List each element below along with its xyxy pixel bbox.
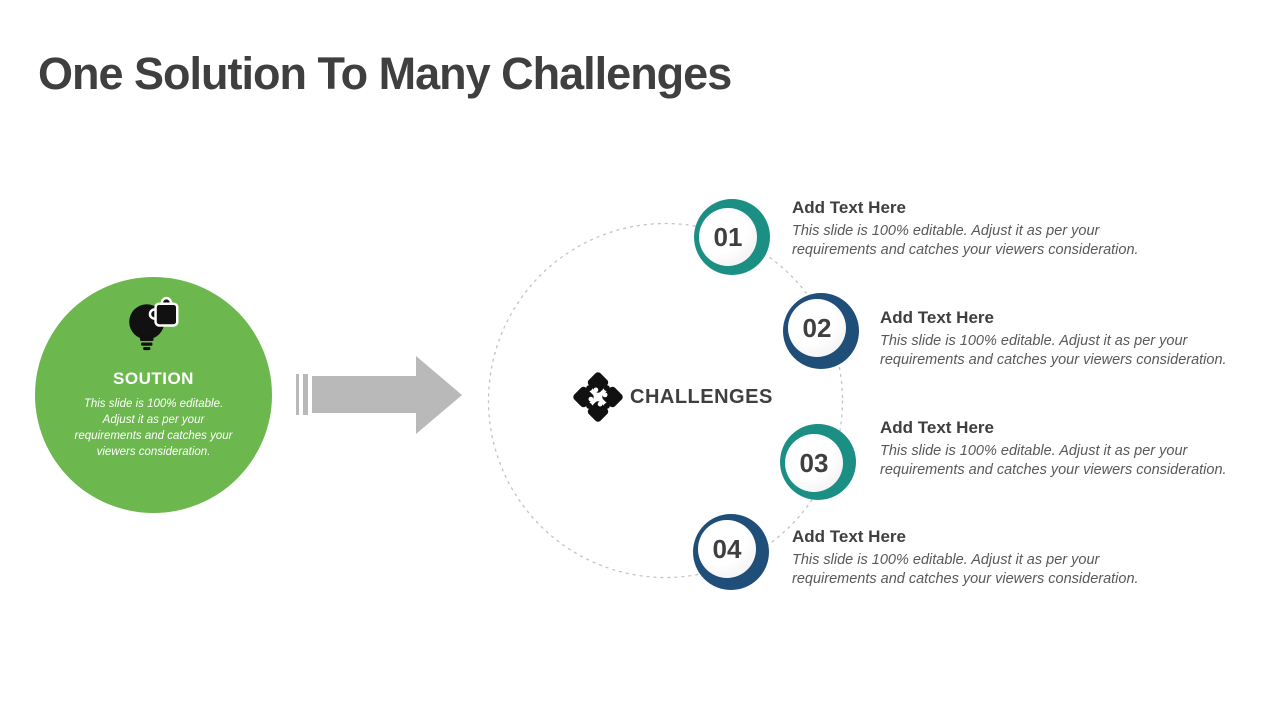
arrow-tail-bar [303, 374, 308, 415]
right-arrow-head [416, 356, 462, 434]
step-heading: Add Text Here [792, 198, 906, 217]
step-text-block-02: Add Text Here This slide is 100% editabl… [880, 308, 1248, 369]
step-text-block-03: Add Text Here This slide is 100% editabl… [880, 418, 1248, 479]
step-circle-02: 02 [783, 293, 859, 369]
lightbulb-puzzle-icon [128, 296, 178, 351]
dashed-circle [487, 222, 844, 579]
right-arrow-shape [312, 376, 416, 413]
step-circle-01: 01 [694, 199, 770, 275]
step-heading: Add Text Here [792, 527, 906, 546]
step-number: 04 [698, 520, 756, 578]
step-heading: Add Text Here [880, 308, 994, 327]
step-number: 02 [788, 299, 846, 357]
step-number: 03 [785, 434, 843, 492]
page-title: One Solution To Many Challenges [38, 48, 732, 99]
step-body: This slide is 100% editable. Adjust it a… [792, 552, 1139, 587]
step-body: This slide is 100% editable. Adjust it a… [880, 333, 1227, 368]
step-heading: Add Text Here [880, 418, 994, 437]
step-circle-04: 04 [693, 514, 769, 590]
arrow-tail-bar [296, 374, 299, 415]
step-number: 01 [699, 208, 757, 266]
step-body: This slide is 100% editable. Adjust it a… [880, 443, 1227, 478]
challenges-label: CHALLENGES [630, 386, 773, 408]
step-text-block-01: Add Text Here This slide is 100% editabl… [792, 198, 1160, 259]
step-circle-03: 03 [780, 424, 856, 500]
solution-circle: SOUTION This slide is 100% editable. Adj… [35, 277, 272, 513]
step-body: This slide is 100% editable. Adjust it a… [792, 223, 1139, 258]
puzzle-pieces-icon [573, 372, 623, 422]
solution-label: SOUTION [113, 369, 194, 388]
solution-body-text: This slide is 100% editable. Adjust it a… [74, 398, 233, 458]
step-text-block-04: Add Text Here This slide is 100% editabl… [792, 527, 1160, 588]
